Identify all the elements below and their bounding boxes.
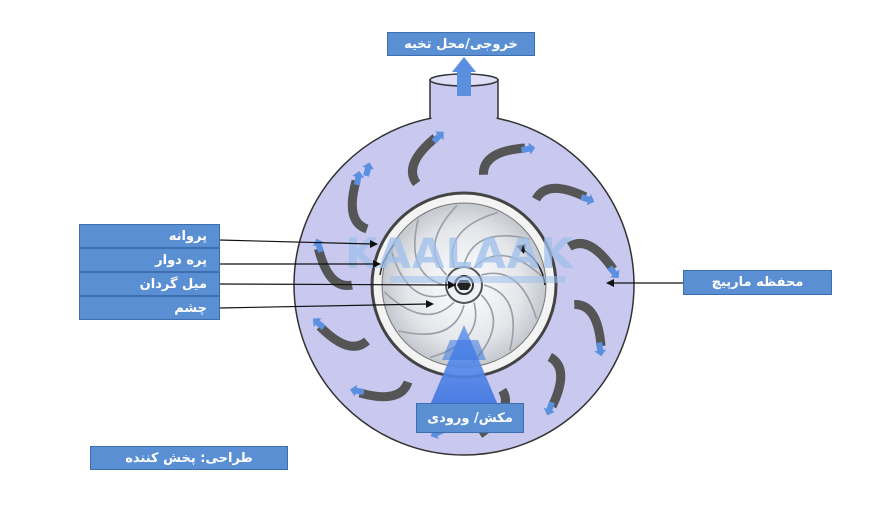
impeller-blade bbox=[473, 254, 545, 279]
volute-blade bbox=[316, 323, 370, 351]
flow-arrow-icon bbox=[543, 401, 555, 416]
volute-blade bbox=[547, 353, 566, 409]
flow-arrow-icon bbox=[312, 317, 326, 330]
outlet-arrow bbox=[452, 57, 476, 96]
rotor-blade-label: پره دوار bbox=[79, 248, 220, 272]
flow-arrow-icon bbox=[520, 142, 536, 155]
flow-arrow-icon bbox=[352, 171, 365, 186]
volute-blade bbox=[573, 299, 606, 347]
flow-arrow-icon bbox=[362, 162, 374, 177]
flow-arrow-icon bbox=[350, 384, 365, 397]
flow-arrow-icon bbox=[607, 265, 620, 279]
volute-blade bbox=[478, 143, 526, 176]
volute-casing-label: محفظه مارپیچ bbox=[683, 270, 832, 295]
impeller-blade bbox=[383, 291, 455, 316]
flow-arrow-icon bbox=[431, 131, 444, 144]
rotation-arrow-left bbox=[379, 244, 395, 276]
suction-inlet-label: مکش/ ورودی bbox=[416, 403, 524, 433]
suction-flow bbox=[430, 325, 498, 405]
outlet-label: خروجی/محل تخیه bbox=[387, 32, 535, 56]
shaft-label: میل گردان bbox=[79, 272, 220, 296]
volute-blade bbox=[314, 247, 353, 290]
impeller-blade bbox=[390, 250, 447, 298]
flow-arrow-icon bbox=[580, 194, 595, 206]
impeller-blade bbox=[483, 284, 514, 351]
watermark: KAALAAK bbox=[345, 229, 574, 278]
volute-blade bbox=[566, 239, 617, 272]
impeller-blade bbox=[398, 304, 465, 335]
volute-blade bbox=[532, 183, 588, 202]
eye-label: چشم bbox=[79, 296, 220, 320]
casing-pipe-join bbox=[431, 100, 497, 130]
design-credit-label: طراحی: پخش کننده bbox=[90, 446, 288, 470]
impeller-label: پروانه bbox=[79, 224, 220, 248]
volute-blade bbox=[358, 380, 413, 402]
volute-blade bbox=[408, 134, 439, 187]
flow-arrow-icon bbox=[594, 341, 607, 357]
volute-blade bbox=[347, 179, 369, 234]
impeller-blade bbox=[433, 204, 458, 276]
impeller-blade bbox=[451, 211, 499, 268]
impeller-blade bbox=[463, 235, 530, 266]
leader-lines bbox=[218, 239, 683, 309]
